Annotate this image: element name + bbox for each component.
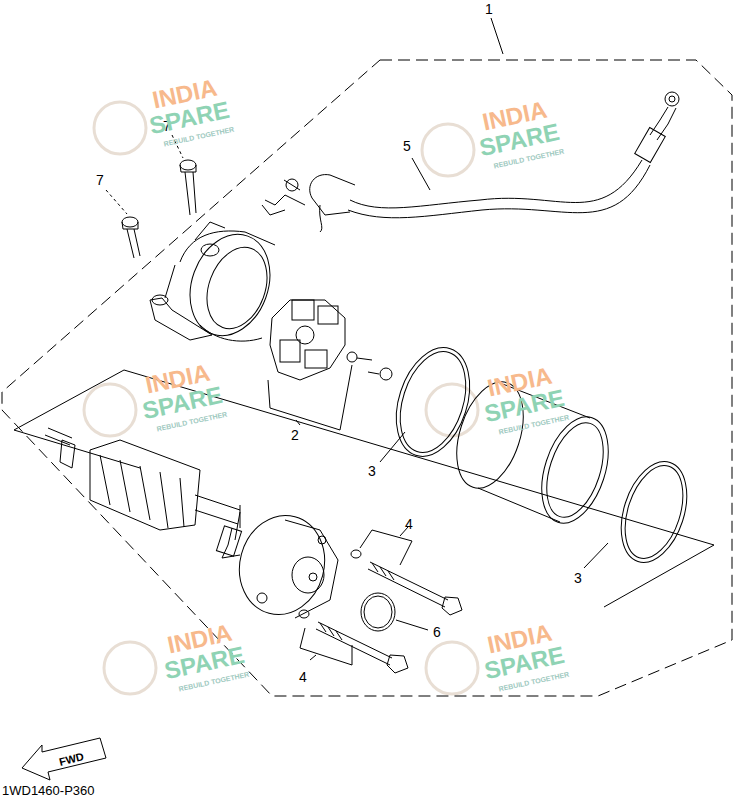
through-bolt xyxy=(316,562,462,673)
o-ring xyxy=(614,458,693,565)
direction-label: FWD xyxy=(59,751,86,768)
o-ring xyxy=(388,343,477,460)
callout-number: 3 xyxy=(368,464,376,478)
callout-number: 4 xyxy=(405,517,413,531)
o-ring xyxy=(364,596,392,628)
callout-number: 5 xyxy=(403,139,411,153)
rear-cover xyxy=(228,506,338,624)
o-ring xyxy=(351,550,361,558)
group-outline xyxy=(2,60,732,696)
bolt xyxy=(122,160,196,258)
group-bracket xyxy=(14,370,714,607)
callout-number: 3 xyxy=(574,571,582,585)
o-ring xyxy=(609,453,698,570)
front-cover xyxy=(150,222,283,347)
callout-number: 4 xyxy=(299,670,307,684)
callout-number: 7 xyxy=(96,173,104,187)
watermark-icons xyxy=(84,102,478,694)
drawing-code: 1WD1460-P360 xyxy=(2,784,95,797)
o-ring xyxy=(361,593,395,631)
armature xyxy=(45,428,242,558)
group-bracket xyxy=(14,430,140,468)
yoke xyxy=(444,373,620,531)
leader-line xyxy=(106,18,608,665)
lead-wire xyxy=(262,92,679,232)
callout-number: 2 xyxy=(291,428,299,442)
callout-number: 1 xyxy=(485,2,493,16)
o-ring xyxy=(383,338,482,466)
o-ring xyxy=(299,610,309,618)
fwd-arrow xyxy=(22,738,106,780)
callout-number: 6 xyxy=(433,625,441,639)
brush-holder xyxy=(270,300,392,380)
